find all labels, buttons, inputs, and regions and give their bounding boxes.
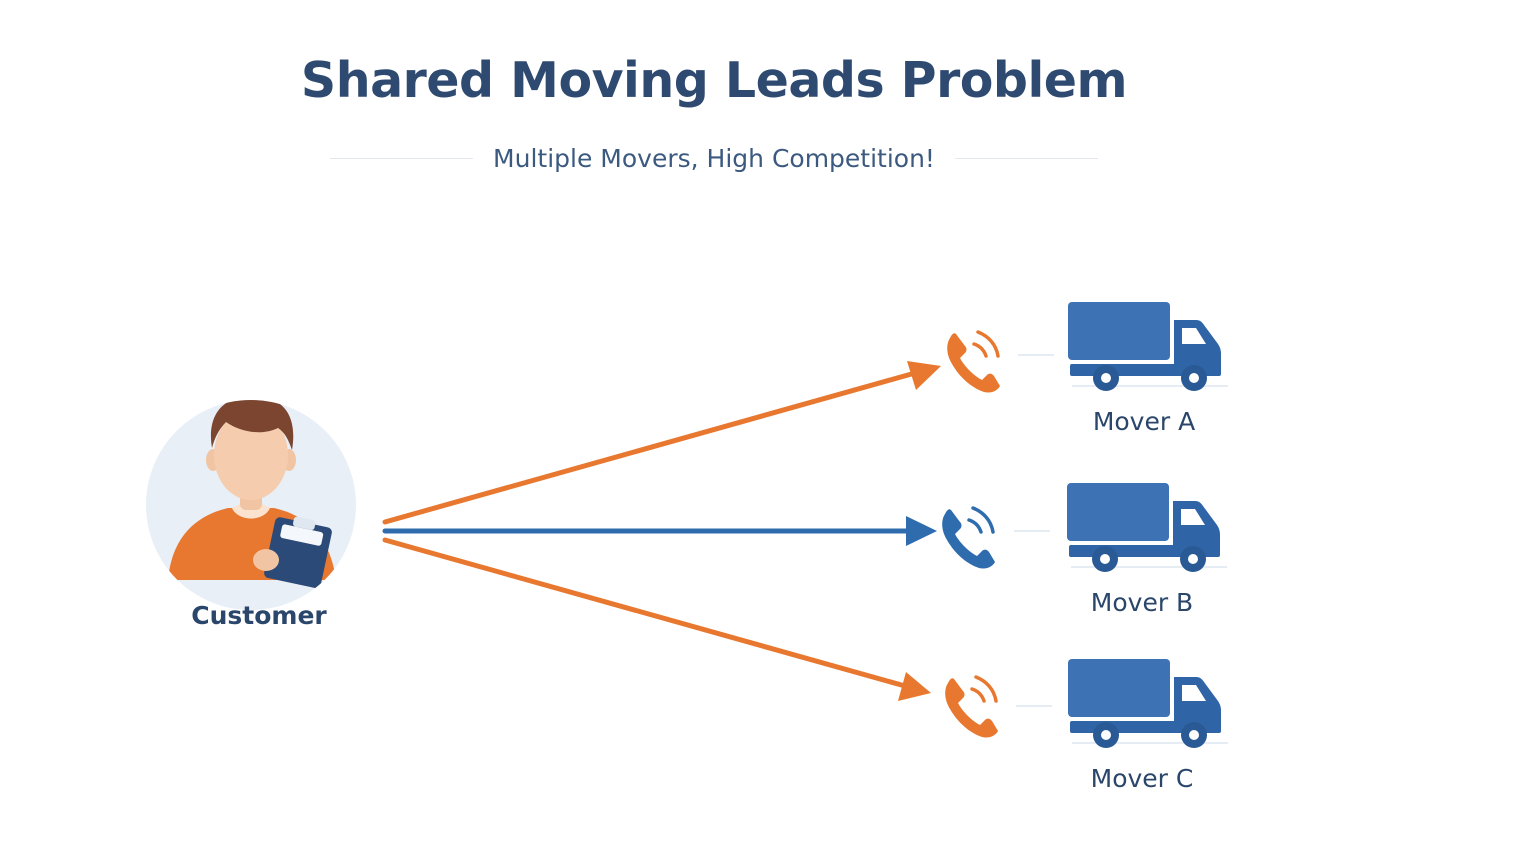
- arrow-to-mover-b: [382, 516, 937, 546]
- subtitle-divider-right: [954, 157, 1099, 159]
- phone-icon: [947, 330, 1000, 393]
- mover-a-node: Mover A: [947, 301, 1229, 436]
- moving-truck-icon: [1066, 482, 1228, 573]
- moving-truck-icon: [1067, 301, 1229, 392]
- mover-c-node: Mover C: [945, 658, 1229, 793]
- arrow-to-mover-c: [382, 537, 931, 701]
- customer-label: Customer: [191, 601, 327, 630]
- subtitle-row: Multiple Movers, High Competition!: [330, 140, 1099, 176]
- lead-arrows: [382, 361, 941, 701]
- subtitle-divider-left: [330, 157, 474, 159]
- mover-b-node: Mover B: [942, 482, 1228, 617]
- mover-b-label: Mover B: [1091, 588, 1193, 617]
- person-with-clipboard-icon: [168, 400, 336, 589]
- customer-node: [146, 400, 356, 610]
- page-subtitle: Multiple Movers, High Competition!: [493, 143, 935, 173]
- phone-icon: [945, 675, 998, 738]
- mover-a-label: Mover A: [1093, 407, 1195, 436]
- page-title: Shared Moving Leads Problem: [300, 52, 1128, 109]
- mover-c-label: Mover C: [1091, 764, 1194, 793]
- moving-truck-icon: [1067, 658, 1229, 749]
- arrow-to-mover-a: [382, 361, 941, 525]
- phone-icon: [942, 506, 995, 569]
